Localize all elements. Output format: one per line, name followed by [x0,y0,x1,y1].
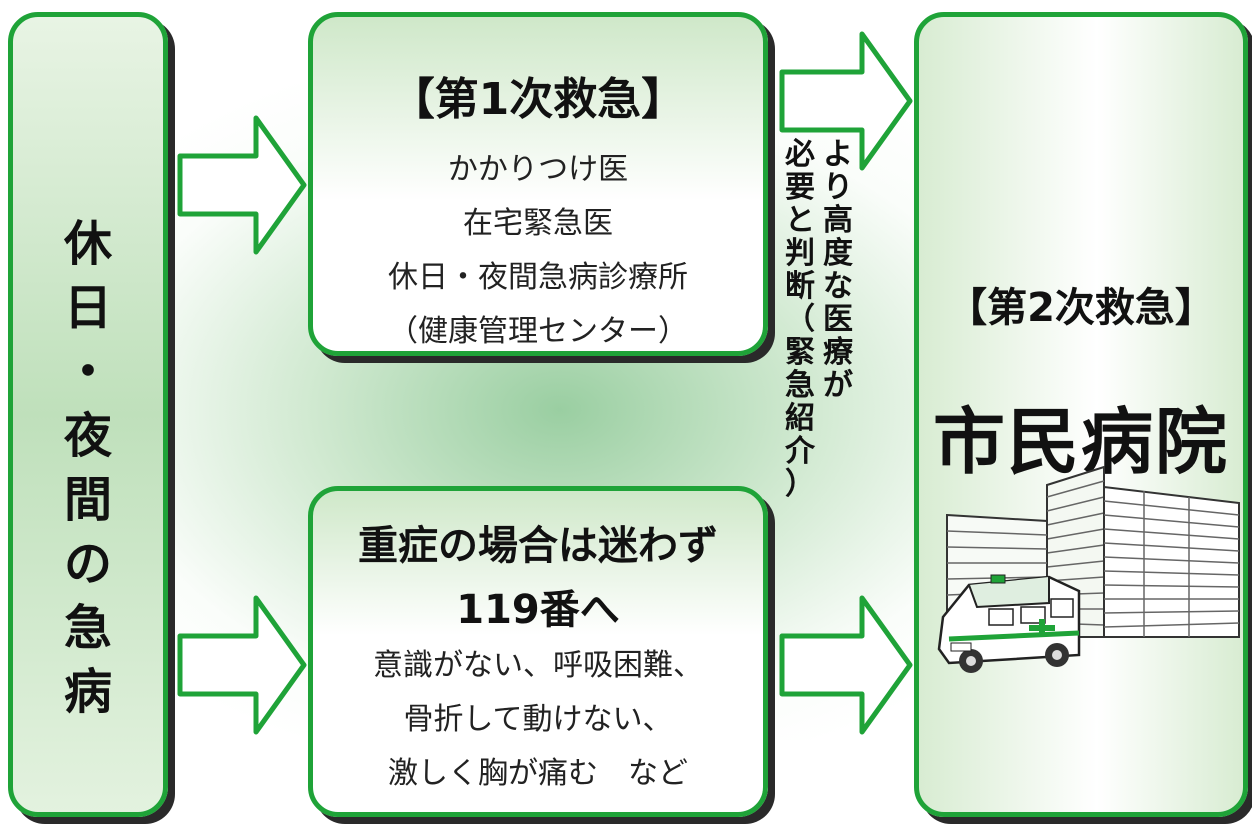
primary-emergency-title: 【第1次救急】 [390,74,686,125]
arrow-right-icon [779,595,913,735]
symptom-item: 骨折して動けない、 [403,702,673,737]
label-char: の [63,536,112,592]
hospital-building-icon [937,465,1240,673]
note-char: （ [785,302,815,337]
note-char: 断 [785,269,815,304]
arrow-right-icon [177,595,307,735]
note-char: 緊 [785,335,815,370]
label-char: 間 [63,472,112,528]
arrow-right-icon [177,115,307,255]
holiday-night-illness-label: 休 日 ・ 夜 間 の 急 病 [13,212,163,724]
label-char: 休 [63,216,112,272]
secondary-emergency-box: 【第2次救急】 市民病院 [914,12,1248,817]
arrow-right-icon [779,31,913,171]
note-char: り [823,170,853,205]
primary-emergency-box: 【第1次救急】 かかりつけ医 在宅緊急医 休日・夜間急病診療所 （健康管理センタ… [308,12,768,356]
note-char: 介 [785,434,815,469]
label-char: 日 [63,280,112,336]
city-hospital-name: 市民病院 [932,400,1229,484]
note-char: が [823,368,853,403]
referral-note-col2: 必 要 と 判 断 （ 緊 急 紹 介 ） [782,138,818,501]
primary-item: 休日・夜間急病診療所 [388,260,688,295]
primary-item: かかりつけ医 [447,152,629,187]
note-char: 判 [785,236,815,271]
severe-case-title: 重症の場合は迷わず [358,523,718,569]
label-char: ・ [63,344,112,400]
note-char: 要 [785,170,815,205]
label-char: 夜 [63,408,112,464]
note-char: 必 [785,137,815,172]
note-char: 療 [823,335,853,370]
note-char: よ [823,137,853,172]
label-char: 病 [63,664,112,720]
holiday-night-illness-box: 休 日 ・ 夜 間 の 急 病 [8,12,168,817]
ambulance-icon [937,574,1081,673]
note-char: 度 [823,236,853,271]
severe-case-call-119: 119番へ [456,587,620,633]
note-char: 急 [785,368,815,403]
note-char: 高 [823,203,853,238]
note-char: な [823,269,853,304]
primary-item: （健康管理センター） [388,314,688,349]
symptom-item: 激しく胸が痛む など [388,756,688,791]
symptom-item: 意識がない、呼吸困難、 [373,648,703,683]
label-char: 急 [63,600,112,656]
severe-case-box: 重症の場合は迷わず 119番へ 意識がない、呼吸困難、 骨折して動けない、 激し… [308,486,768,817]
note-char: 医 [823,302,853,337]
referral-note-col1: よ り 高 度 な 医 療 が [820,138,856,402]
primary-item: 在宅緊急医 [463,206,613,241]
severe-symptom-list: 意識がない、呼吸困難、 骨折して動けない、 激しく胸が痛む など [313,639,763,801]
note-char: 紹 [785,401,815,436]
primary-emergency-list: かかりつけ医 在宅緊急医 休日・夜間急病診療所 （健康管理センター） [313,143,763,359]
note-char: ） [785,467,815,502]
note-char: と [785,203,815,238]
secondary-emergency-title: 【第2次救急】 [947,285,1215,331]
